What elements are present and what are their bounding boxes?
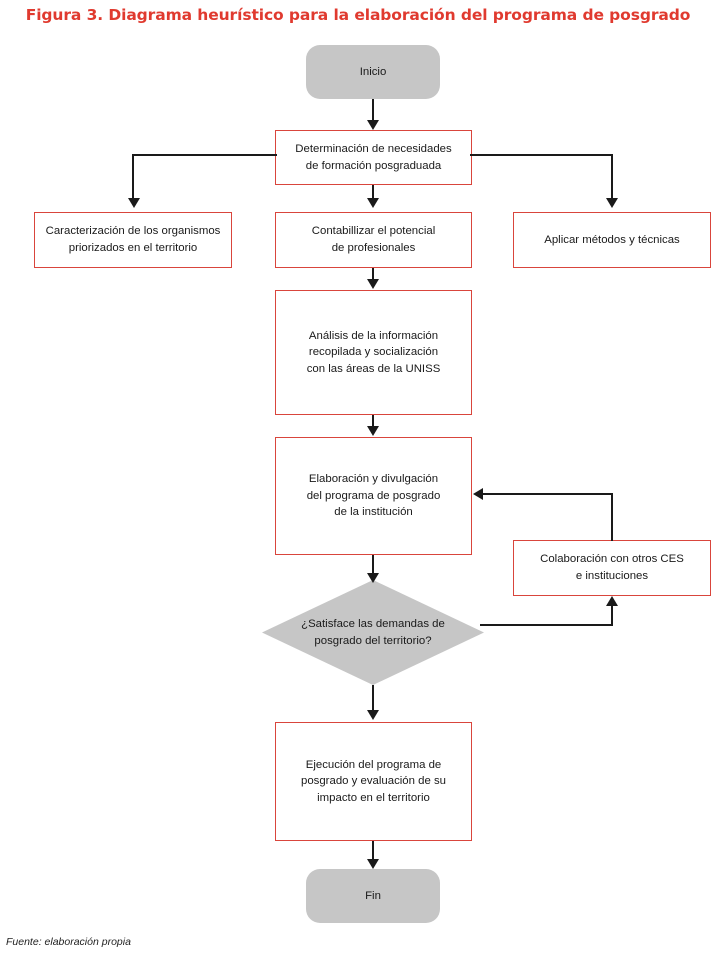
- node-colaboracion-line1: Colaboración con otros CES: [540, 553, 684, 566]
- edge-decision-colaboracion-h: [480, 624, 613, 627]
- edge-determinacion-right-v: [610, 154, 613, 200]
- edge-elaboracion-decision: [372, 555, 375, 580]
- arrowhead-determinacion-caracterizacion: [127, 198, 140, 208]
- node-elaboracion-line3: de la institución: [334, 506, 413, 519]
- node-elaboracion-line2: del programa de posgrado: [306, 489, 441, 502]
- node-elaboracion: Elaboración y divulgación del programa d…: [275, 437, 472, 555]
- arrowhead-determinacion-metodos: [606, 198, 619, 208]
- arrowhead-analisis-elaboracion: [366, 426, 379, 436]
- node-metodos-line1: Aplicar métodos y técnicas: [544, 233, 680, 246]
- node-analisis-line3: con las áreas de la UNISS: [306, 362, 441, 375]
- edge-colaboracion-elaboracion-v: [610, 493, 613, 541]
- node-determinacion-line2: de formación posgraduada: [305, 159, 442, 172]
- node-elaboracion-line1: Elaboración y divulgación: [308, 473, 439, 486]
- edge-decision-ejecucion: [372, 685, 375, 711]
- node-colaboracion: Colaboración con otros CES e institucion…: [513, 540, 711, 596]
- figure-source: Fuente: elaboración propia: [6, 936, 131, 948]
- node-determinacion-line1: Determinación de necesidades: [295, 142, 452, 155]
- node-analisis: Análisis de la información recopilada y …: [275, 290, 472, 415]
- node-analisis-line1: Análisis de la información: [308, 329, 439, 342]
- arrowhead-decision-ejecucion: [366, 710, 379, 720]
- node-decision-line1: ¿Satisface las demandas de: [301, 617, 445, 630]
- figure-title: Figura 3. Diagrama heurístico para la el…: [25, 6, 691, 24]
- node-fin: Fin: [306, 869, 440, 923]
- node-metodos: Aplicar métodos y técnicas: [513, 212, 711, 268]
- node-contabilizar-line1: Contabillizar el potencial: [311, 225, 436, 238]
- arrowhead-contabilizar-analisis: [366, 279, 379, 289]
- arrowhead-determinacion-contabilizar: [366, 198, 379, 208]
- node-fin-label: Fin: [365, 889, 381, 902]
- node-inicio-label: Inicio: [359, 65, 387, 78]
- node-colaboracion-line2: e instituciones: [575, 570, 649, 582]
- node-contabilizar-line2: de profesionales: [331, 242, 416, 254]
- node-caracterizacion-line1: Caracterización de los organismos: [45, 225, 221, 238]
- edge-determinacion-right-h: [470, 154, 613, 157]
- node-inicio: Inicio: [306, 45, 440, 99]
- node-ejecucion-line2: posgrado y evaluación de su: [300, 775, 446, 788]
- edge-determinacion-left-h: [132, 154, 277, 157]
- arrowhead-elaboracion-decision: [366, 573, 379, 583]
- node-decision-line2: posgrado del territorio?: [314, 634, 432, 647]
- edge-determinacion-left-v: [132, 154, 135, 200]
- node-determinacion: Determinación de necesidades de formació…: [275, 130, 472, 185]
- node-ejecucion-line1: Ejecución del programa de: [305, 758, 442, 771]
- node-ejecucion-line3: impacto en el territorio: [317, 791, 430, 804]
- arrowhead-inicio-determinacion: [366, 120, 379, 130]
- edge-analisis-elaboracion: [372, 415, 375, 428]
- node-caracterizacion-line2: priorizados en el territorio: [68, 242, 198, 254]
- node-contabilizar: Contabillizar el potencial de profesiona…: [275, 212, 472, 268]
- edge-decision-colaboracion-v: [610, 606, 613, 626]
- node-caracterizacion: Caracterización de los organismos priori…: [34, 212, 232, 268]
- node-decision: ¿Satisface las demandas de posgrado del …: [262, 580, 484, 685]
- node-ejecucion: Ejecución del programa de posgrado y eva…: [275, 722, 472, 841]
- arrowhead-ejecucion-fin: [366, 859, 379, 869]
- edge-colaboracion-elaboracion-h: [483, 493, 613, 496]
- edge-determinacion-contabilizar: [372, 185, 375, 201]
- arrowhead-colaboracion-elaboracion: [473, 488, 483, 500]
- node-analisis-line2: recopilada y socialización: [308, 346, 439, 359]
- edge-contabilizar-analisis: [372, 268, 375, 282]
- edge-inicio-determinacion: [372, 99, 375, 122]
- arrowhead-decision-colaboracion: [606, 596, 619, 606]
- edge-ejecucion-fin: [372, 841, 375, 861]
